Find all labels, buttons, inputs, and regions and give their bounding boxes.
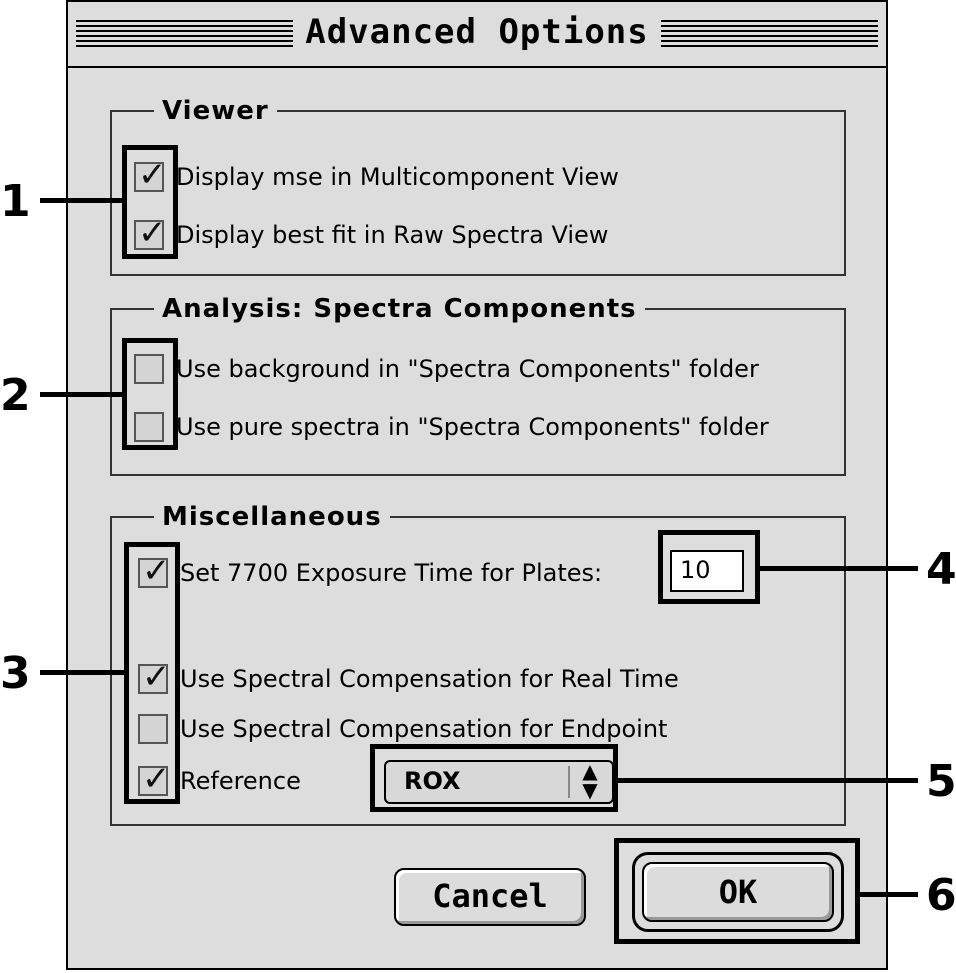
callout-box-4 (658, 530, 760, 604)
dialog-title-wrap: Advanced Options (68, 12, 886, 52)
reference-label: Reference (180, 767, 301, 795)
select-divider (568, 766, 570, 798)
callout-line-4 (758, 566, 918, 571)
use-background-label: Use background in "Spectra Components" f… (176, 355, 759, 383)
ok-button-default-ring (632, 852, 844, 932)
use-pure-spectra-checkbox[interactable] (134, 412, 164, 442)
analysis-legend: Analysis: Spectra Components (154, 294, 645, 324)
ok-button[interactable]: OK (642, 862, 834, 922)
callout-line-2 (40, 392, 124, 397)
title-bar[interactable]: Advanced Options (68, 2, 886, 68)
callout-box-6 (614, 838, 860, 944)
callout-line-3 (40, 670, 126, 675)
endpoint-compensation-label: Use Spectral Compensation for Endpoint (180, 715, 668, 743)
realtime-compensation-label: Use Spectral Compensation for Real Time (180, 665, 679, 693)
realtime-compensation-checkbox[interactable] (138, 657, 171, 697)
callout-number-4: 4 (926, 544, 956, 595)
display-mse-label: Display mse in Multicomponent View (176, 163, 619, 191)
viewer-legend: Viewer (154, 96, 277, 126)
callout-box-2 (122, 338, 178, 450)
cancel-button[interactable]: Cancel (394, 868, 586, 926)
callout-number-1: 1 (0, 176, 31, 227)
callout-line-1 (40, 198, 124, 203)
exposure-label: Set 7700 Exposure Time for Plates: (180, 559, 603, 587)
dialog-title: Advanced Options (293, 12, 661, 52)
exposure-time-input[interactable]: 10 (670, 550, 744, 592)
reference-checkbox[interactable] (138, 759, 171, 799)
callout-number-3: 3 (0, 648, 31, 699)
viewer-group (110, 110, 846, 276)
reference-dye-select[interactable]: ROX ▲▼ (384, 760, 614, 804)
display-mse-checkbox[interactable] (134, 155, 167, 195)
callout-box-5 (370, 744, 618, 812)
exposure-checkbox[interactable] (138, 551, 171, 591)
callout-box-1 (122, 145, 178, 259)
reference-dye-value: ROX (404, 767, 461, 795)
callout-number-5: 5 (926, 756, 956, 807)
analysis-group (110, 308, 846, 476)
callout-number-6: 6 (926, 870, 956, 921)
callout-line-5 (616, 778, 918, 783)
select-arrows-icon: ▲▼ (582, 759, 598, 802)
misc-legend: Miscellaneous (154, 502, 390, 532)
use-background-checkbox[interactable] (134, 354, 164, 384)
display-best-fit-checkbox[interactable] (134, 213, 167, 253)
use-pure-spectra-label: Use pure spectra in "Spectra Components"… (176, 413, 769, 441)
display-best-fit-label: Display best fit in Raw Spectra View (176, 221, 609, 249)
advanced-options-dialog: Advanced Options Viewer Display mse in M… (66, 0, 888, 970)
callout-box-3 (124, 542, 180, 804)
endpoint-compensation-checkbox[interactable] (138, 714, 168, 744)
callout-line-6 (858, 892, 918, 897)
callout-number-2: 2 (0, 370, 31, 421)
